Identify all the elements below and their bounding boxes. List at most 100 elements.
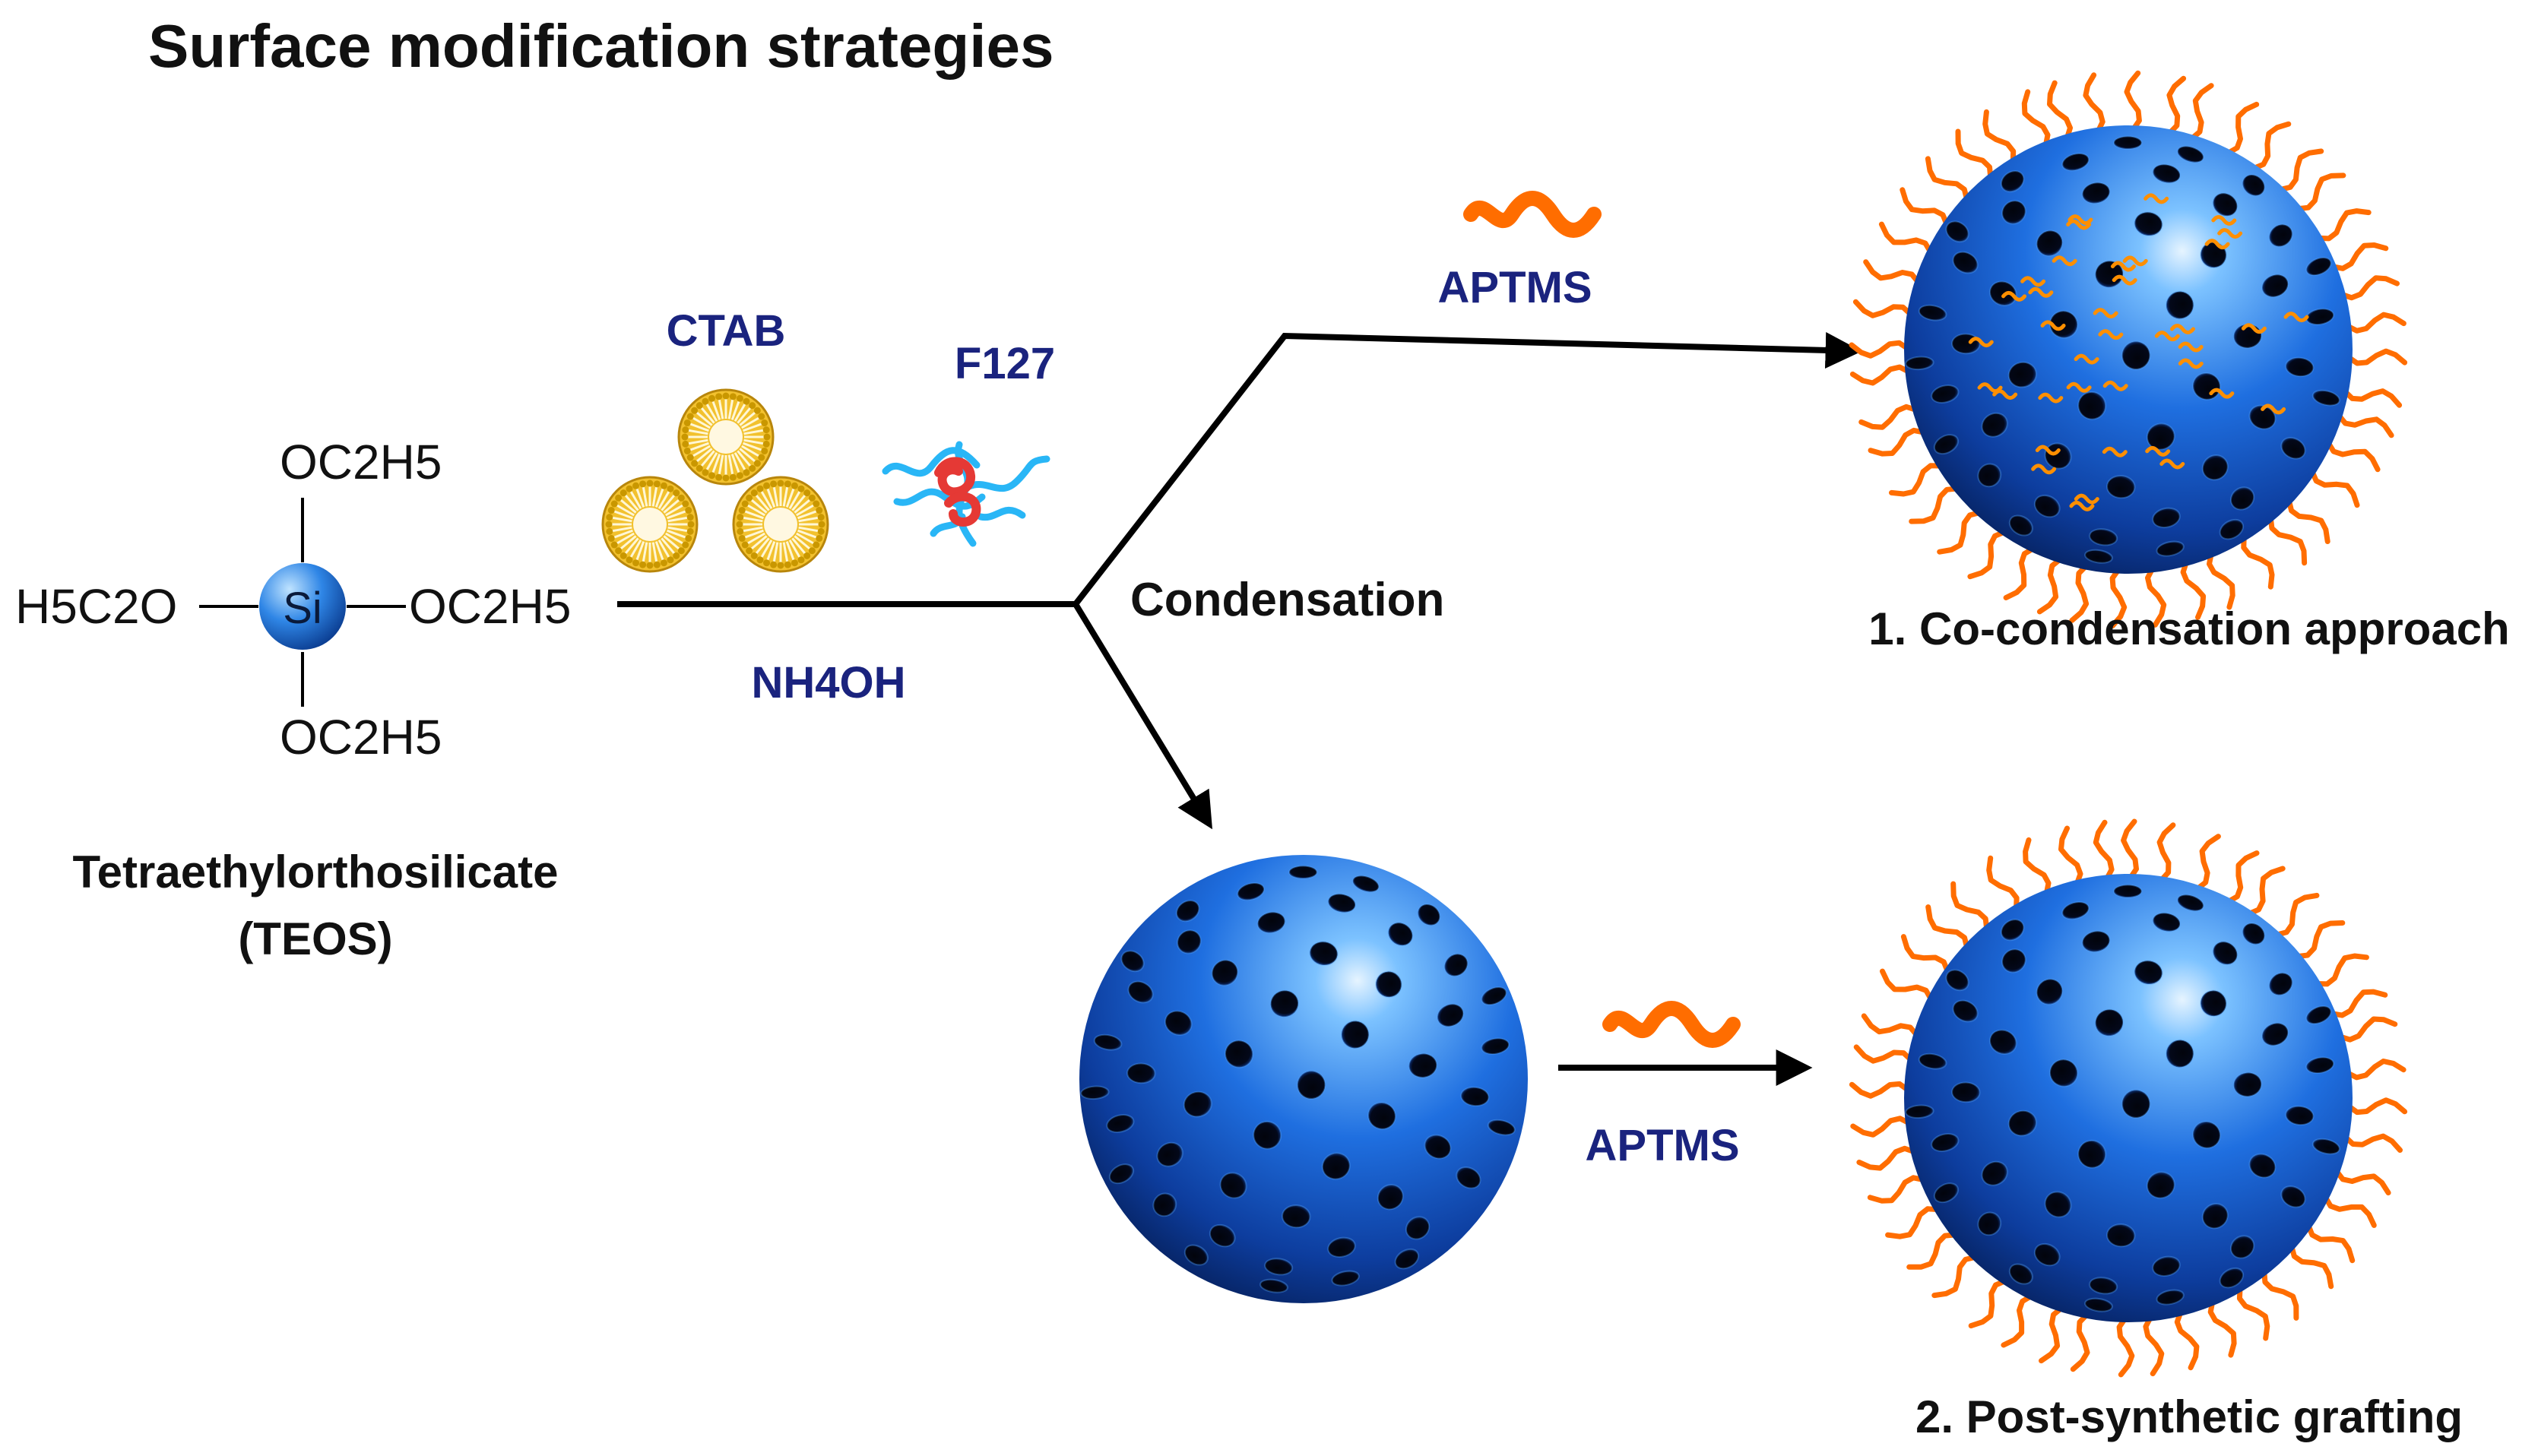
aptms-chain bbox=[2166, 75, 2187, 137]
pore bbox=[2201, 454, 2229, 481]
pore bbox=[1981, 412, 2008, 438]
micelle-icon bbox=[601, 388, 829, 573]
aptms-chain bbox=[2241, 533, 2275, 590]
pore bbox=[2152, 163, 2182, 184]
aptms-chain bbox=[2273, 892, 2320, 938]
pore bbox=[2001, 200, 2026, 225]
aptms-chain bbox=[2328, 989, 2388, 1018]
aptms-chain bbox=[1880, 968, 1934, 1003]
aptms-chain bbox=[2124, 70, 2142, 133]
pore bbox=[2311, 1138, 2340, 1155]
pore bbox=[2146, 423, 2175, 451]
internal-aptms bbox=[2144, 193, 2169, 204]
aptms-chain bbox=[2039, 1305, 2065, 1364]
pore bbox=[1918, 1052, 1947, 1070]
pore bbox=[2000, 170, 2025, 193]
aptms-chain bbox=[2305, 1221, 2356, 1264]
aptms-chain bbox=[2313, 953, 2369, 987]
teos-molecule: Si OC2H5 H5C2O OC2H5 OC2H5 bbox=[15, 435, 571, 764]
ctab-label: CTAB bbox=[667, 306, 786, 356]
aptms-chain bbox=[2343, 1059, 2407, 1081]
aptms-chain bbox=[2345, 348, 2408, 366]
pore bbox=[1977, 463, 2002, 488]
pore bbox=[2112, 884, 2143, 899]
pore bbox=[1175, 900, 1200, 923]
aptms-chain bbox=[1925, 156, 1970, 204]
aptms-chain bbox=[1867, 1175, 1928, 1204]
aptms-chain bbox=[2267, 514, 2308, 566]
pore bbox=[1945, 969, 1969, 992]
micelle bbox=[732, 476, 829, 573]
aptms-chain bbox=[2036, 555, 2064, 615]
pore bbox=[1481, 986, 1507, 1006]
aptms-chain bbox=[2188, 83, 2214, 142]
internal-aptms bbox=[2261, 404, 2286, 415]
pore bbox=[1106, 1114, 1135, 1133]
aptms-chain bbox=[2336, 1016, 2398, 1043]
pore bbox=[1437, 1003, 1465, 1027]
aptms-chain bbox=[1909, 486, 1961, 524]
micelle bbox=[677, 388, 775, 486]
aptms-chain bbox=[1900, 187, 1950, 229]
pore bbox=[2106, 1223, 2136, 1248]
aptms-chain bbox=[2180, 559, 2207, 620]
aptms-chain bbox=[1967, 529, 2008, 580]
pore bbox=[2044, 1191, 2072, 1218]
pore bbox=[1952, 251, 1979, 274]
pore bbox=[2000, 919, 2025, 942]
internal-aptms bbox=[2069, 500, 2095, 511]
pore bbox=[1209, 1223, 1236, 1248]
internal-aptms bbox=[2110, 261, 2136, 272]
aptms-chain bbox=[1955, 128, 1994, 182]
aptms-chain bbox=[1853, 1044, 1915, 1064]
pore bbox=[2285, 356, 2315, 378]
pore bbox=[2305, 257, 2332, 277]
aptms-chain bbox=[2345, 1097, 2408, 1116]
pore bbox=[2219, 518, 2245, 540]
internal-aptms bbox=[2154, 331, 2180, 342]
aptms-chain bbox=[1937, 509, 1984, 555]
aptms-chain bbox=[2207, 550, 2235, 610]
pore bbox=[2192, 1120, 2221, 1149]
aptms-chain bbox=[1863, 259, 1922, 286]
pore bbox=[1164, 1010, 1193, 1036]
pore bbox=[1487, 1119, 1516, 1136]
pore bbox=[1918, 304, 1947, 321]
aptms-chain bbox=[1950, 881, 1990, 933]
pore bbox=[2152, 1255, 2181, 1277]
aptms-chain bbox=[2308, 467, 2360, 508]
pore bbox=[2280, 1185, 2306, 1208]
pore bbox=[2200, 989, 2227, 1018]
pore bbox=[2152, 912, 2182, 932]
aptms-chain bbox=[2250, 121, 2292, 172]
pore bbox=[1931, 385, 1960, 404]
aptms-bottom-label: APTMS bbox=[1586, 1121, 1740, 1170]
aptms-chain bbox=[2335, 412, 2394, 438]
pore bbox=[1394, 1248, 1420, 1270]
aptms-chain bbox=[2333, 1167, 2391, 1196]
pore bbox=[2077, 391, 2107, 420]
pore bbox=[1417, 904, 1441, 926]
pore bbox=[1933, 1182, 1960, 1204]
pore bbox=[1481, 1037, 1510, 1056]
pore bbox=[1269, 989, 1300, 1018]
aptms-chain bbox=[2343, 312, 2407, 334]
aptms-chain bbox=[2328, 242, 2389, 271]
pore bbox=[2112, 135, 2143, 150]
aptms-chain bbox=[1868, 427, 1928, 457]
pore bbox=[1905, 356, 1934, 371]
grafted-particle bbox=[1849, 818, 2408, 1378]
pore bbox=[1219, 1172, 1247, 1199]
si-label: Si bbox=[283, 584, 322, 633]
pore bbox=[2084, 549, 2114, 564]
aptms-chain bbox=[2315, 208, 2372, 242]
lower-branch-arrow bbox=[1073, 602, 1212, 830]
aptms-chain bbox=[1849, 1081, 1912, 1099]
internal-aptms bbox=[2067, 214, 2093, 226]
wavy-chain-icon bbox=[1602, 1001, 1741, 1048]
co-condensation-particle bbox=[1849, 70, 2408, 628]
aptms-chain bbox=[2109, 566, 2128, 628]
pore bbox=[2048, 1059, 2079, 1087]
aptms-chain bbox=[1849, 364, 1913, 386]
